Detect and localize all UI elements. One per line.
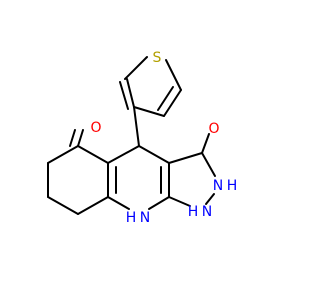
bond-c-n bbox=[107, 196, 130, 210]
bond-c-c bbox=[107, 145, 140, 164]
bond-c-n bbox=[201, 152, 216, 177]
ring-nitrogen-h: H bbox=[126, 210, 137, 226]
atom-labels: S O O H N H N H N bbox=[90, 50, 237, 226]
pyrazole-nitrogen-2-h: H bbox=[227, 178, 238, 194]
hydroxyl-oxygen-atom: O bbox=[208, 121, 219, 137]
bond-c-c bbox=[77, 145, 109, 164]
bond-c-c bbox=[47, 196, 79, 215]
bond-c-c bbox=[138, 145, 170, 164]
sulfur-atom: S bbox=[153, 50, 162, 66]
bond-n-c bbox=[168, 196, 191, 207]
bond-c-c bbox=[168, 152, 203, 164]
bond-c-o-double bbox=[69, 129, 76, 147]
bond-s-c bbox=[124, 56, 148, 80]
bond-n-n bbox=[205, 193, 215, 205]
bond-c-c bbox=[133, 106, 165, 117]
bond-n-c bbox=[148, 196, 170, 210]
ring-nitrogen: N bbox=[140, 210, 150, 226]
bond-c-c bbox=[126, 78, 135, 108]
bond-c-c-double bbox=[157, 86, 174, 111]
bond-c-s bbox=[165, 59, 182, 91]
pyrazole-nitrogen-1: N bbox=[202, 204, 212, 220]
bonds bbox=[47, 56, 216, 215]
pyrazole-nitrogen-2: N bbox=[213, 178, 223, 194]
bond-c-o bbox=[201, 133, 210, 154]
ketone-oxygen-atom: O bbox=[90, 120, 101, 136]
bond-c-c-double bbox=[119, 81, 129, 110]
pyrazole-nitrogen-1-h: H bbox=[188, 204, 199, 220]
bond-c-c bbox=[77, 196, 109, 215]
bond-c-c bbox=[47, 145, 79, 164]
bond-c-c bbox=[163, 89, 182, 117]
bond-c-o-double bbox=[77, 129, 84, 147]
molecule-diagram: S O O H N H N H N bbox=[47, 50, 237, 226]
bond-c-c bbox=[133, 106, 140, 147]
